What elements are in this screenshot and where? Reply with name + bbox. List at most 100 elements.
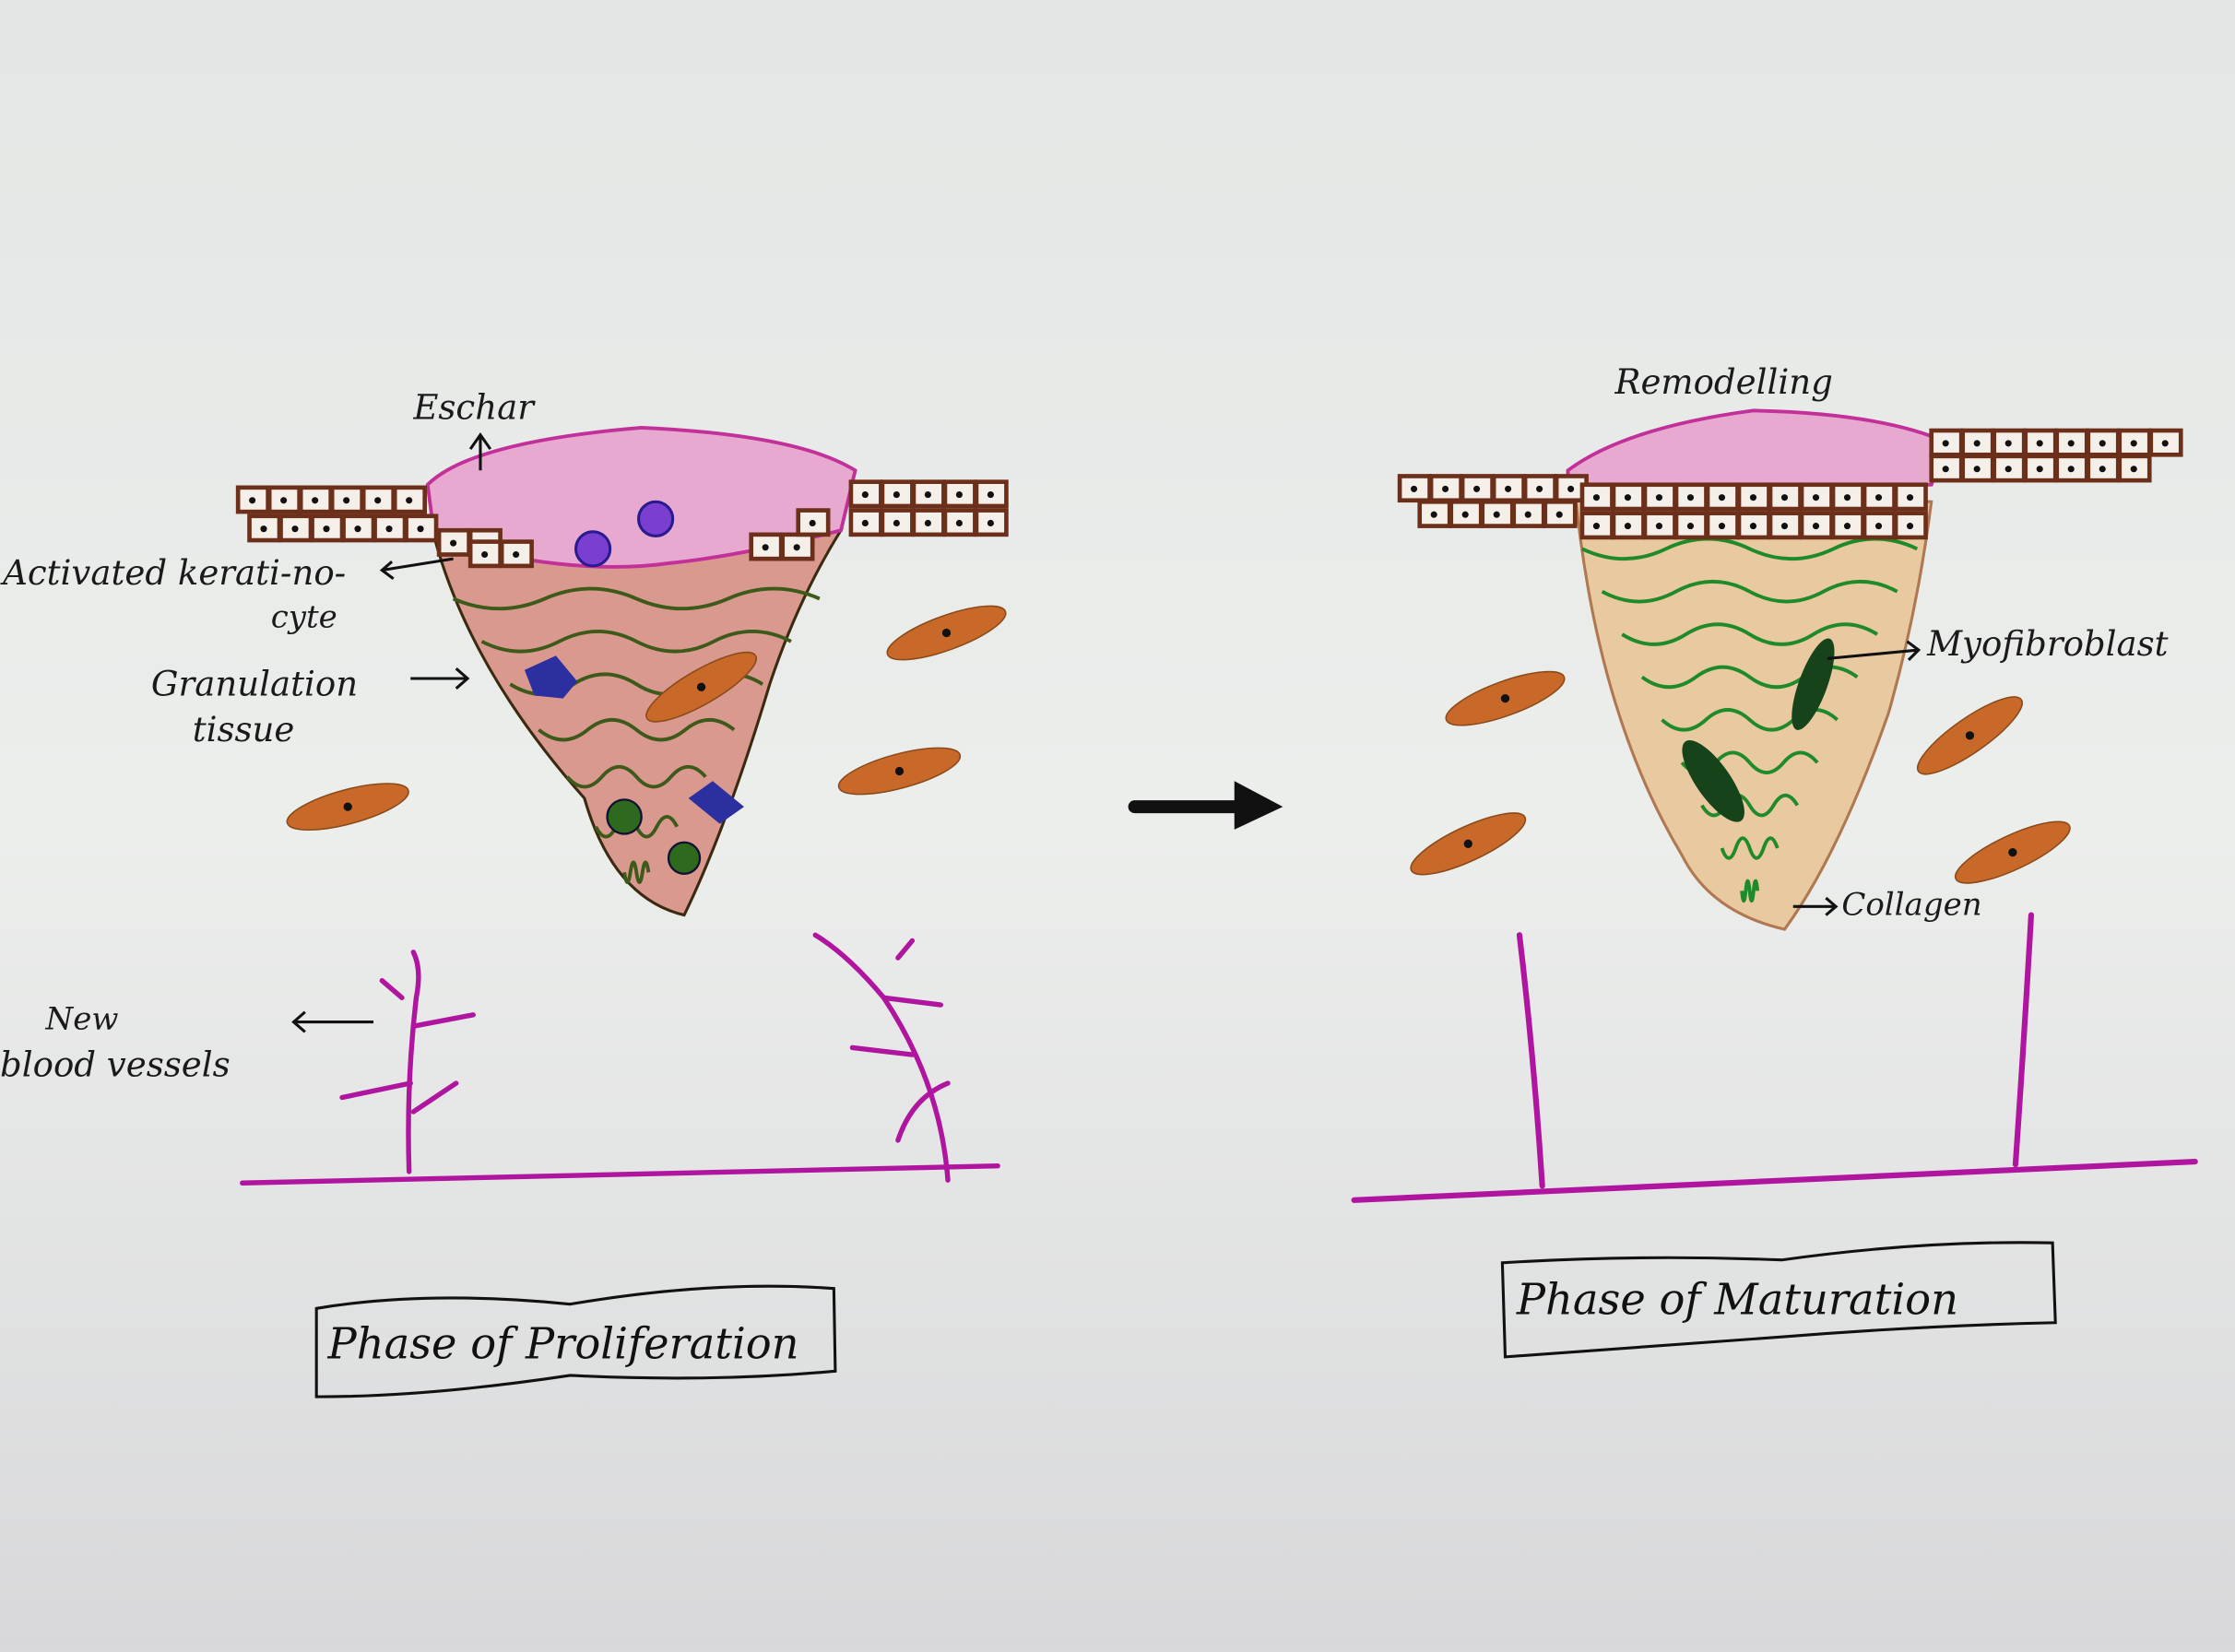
keratinocyte-label-2: cyte xyxy=(271,598,337,635)
nucleus xyxy=(1592,523,1600,530)
nucleus xyxy=(2099,440,2106,447)
nucleus xyxy=(762,544,769,551)
nucleus xyxy=(1942,440,1949,447)
keratinocyte-cell xyxy=(499,539,534,569)
keratinocyte-label: Activated kerati-no- xyxy=(0,553,346,593)
proliferation-title: Phase of Proliferation xyxy=(327,1318,799,1368)
nucleus xyxy=(2130,440,2137,447)
nucleus xyxy=(1686,494,1695,502)
nucleus xyxy=(323,525,330,533)
nucleus xyxy=(1655,523,1663,530)
fibre xyxy=(1700,793,1800,818)
fibre xyxy=(1621,622,1878,646)
nucleus xyxy=(894,766,905,776)
nucleus xyxy=(696,682,706,691)
macrophage xyxy=(688,781,744,824)
fibre xyxy=(565,764,707,789)
nucleus xyxy=(987,519,994,527)
nucleus xyxy=(1942,466,1949,473)
macrophage xyxy=(524,655,578,699)
nucleus xyxy=(1686,523,1695,530)
nucleus xyxy=(1442,485,1449,492)
nucleus xyxy=(2036,466,2043,473)
cell xyxy=(606,798,643,835)
nucleus xyxy=(2099,466,2106,473)
nucleus xyxy=(1536,485,1543,492)
myofibroblast-arrow-icon xyxy=(1827,640,1922,661)
granulation-arrow-icon xyxy=(410,667,470,690)
keratinocyte-cell xyxy=(1862,482,1897,512)
fibre xyxy=(1581,537,1919,561)
nucleus xyxy=(513,550,520,559)
nucleus xyxy=(280,497,288,504)
nucleus xyxy=(1463,839,1472,848)
fibroblasts xyxy=(1410,670,2071,884)
nucleus xyxy=(2067,466,2075,473)
nucleus xyxy=(1718,494,1726,502)
title-box xyxy=(314,1284,837,1398)
cell xyxy=(667,841,702,875)
maturation-panel: Remodelling Myofibroblast Collagen Phase… xyxy=(1351,362,2198,1359)
nucleus xyxy=(1493,511,1500,518)
nucleus xyxy=(1973,440,1981,447)
nucleus xyxy=(291,525,299,533)
fibre xyxy=(1720,836,1780,860)
nucleus xyxy=(417,525,424,533)
collagen-arrow-icon xyxy=(1792,896,1839,916)
myofibroblast xyxy=(1792,638,1835,730)
nucleus xyxy=(1624,494,1631,502)
nucleus xyxy=(1500,694,1510,703)
nucleus xyxy=(809,519,816,527)
keratinocyte-cell xyxy=(436,527,471,557)
nucleus xyxy=(1592,494,1600,502)
nucleus xyxy=(312,497,319,504)
nucleus xyxy=(2067,440,2075,447)
nucleus xyxy=(1812,523,1820,530)
nucleus xyxy=(1430,511,1437,518)
nucleus xyxy=(861,491,869,499)
granulation-label-2: tissue xyxy=(193,710,295,749)
keratinocyte-cell xyxy=(2148,428,2183,457)
nucleus xyxy=(861,519,869,527)
granulation-label: Granulation xyxy=(151,665,358,704)
nucleus xyxy=(1874,523,1883,530)
nucleus xyxy=(941,628,952,638)
keratinocyte-cell xyxy=(1417,499,1452,528)
neutrophil xyxy=(637,500,675,537)
nucleus xyxy=(2004,440,2012,447)
nucleus xyxy=(893,491,900,499)
remodelled-tissue xyxy=(1573,490,1933,931)
nucleus xyxy=(260,525,267,533)
nucleus xyxy=(481,550,489,559)
fibre xyxy=(452,586,821,611)
fibre xyxy=(1601,579,1898,604)
nucleus xyxy=(1473,485,1481,492)
nucleus xyxy=(924,519,931,527)
nucleus xyxy=(2161,440,2169,447)
eschar-label: Eschar xyxy=(412,388,536,428)
nucleus xyxy=(1780,523,1789,530)
fibre xyxy=(480,630,792,654)
myofibroblast xyxy=(1682,739,1744,822)
fibroblasts xyxy=(286,605,1007,832)
nucleus xyxy=(987,491,994,499)
nucleus xyxy=(1874,494,1883,502)
nucleus xyxy=(1624,523,1631,530)
nucleus xyxy=(924,491,931,499)
nucleus xyxy=(1718,523,1726,530)
nucleus xyxy=(1843,523,1851,530)
eschar-arrow-icon xyxy=(468,431,492,471)
nucleus xyxy=(1780,494,1789,502)
nucleus xyxy=(1812,494,1820,502)
keratinocyte-layer xyxy=(235,479,1009,569)
neutrophil xyxy=(574,530,612,568)
nucleus xyxy=(450,539,457,547)
proliferation-panel: Eschar Activated kerati-no- cyte Granula… xyxy=(0,388,1009,1398)
nucleus xyxy=(343,802,352,811)
nucleus xyxy=(1749,523,1757,530)
fibre xyxy=(1740,879,1760,903)
maturation-title: Phase of Maturation xyxy=(1516,1274,1958,1324)
mature-blood-vessels xyxy=(1351,912,2198,1203)
collagen-label: Collagen xyxy=(1841,887,1981,924)
nucleus xyxy=(343,497,350,504)
